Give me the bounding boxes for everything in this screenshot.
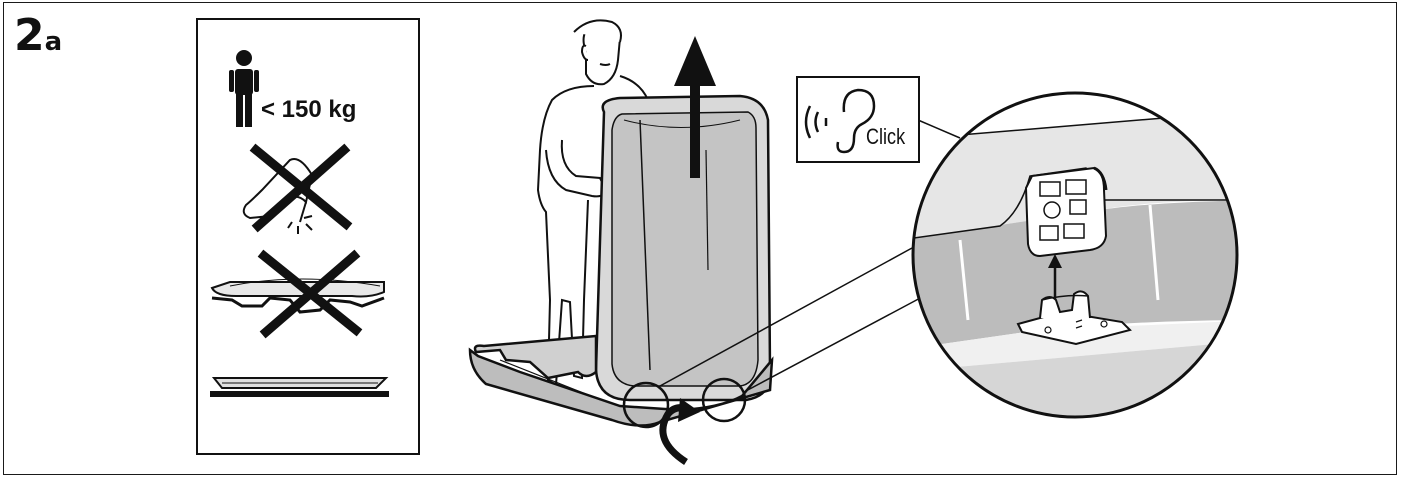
zoom-detail-circle: [900, 90, 1260, 430]
click-sound-label: Click: [866, 124, 905, 150]
box-lid: [596, 96, 770, 400]
ear-sound-icon: [798, 78, 922, 165]
weight-limit-label: < 150 kg: [261, 96, 356, 124]
uneven-base-prohibited-icon: [212, 256, 384, 332]
person-icon: [229, 50, 259, 127]
high-heel-prohibited-icon: [244, 150, 346, 234]
flat-base-icon: [211, 378, 388, 396]
